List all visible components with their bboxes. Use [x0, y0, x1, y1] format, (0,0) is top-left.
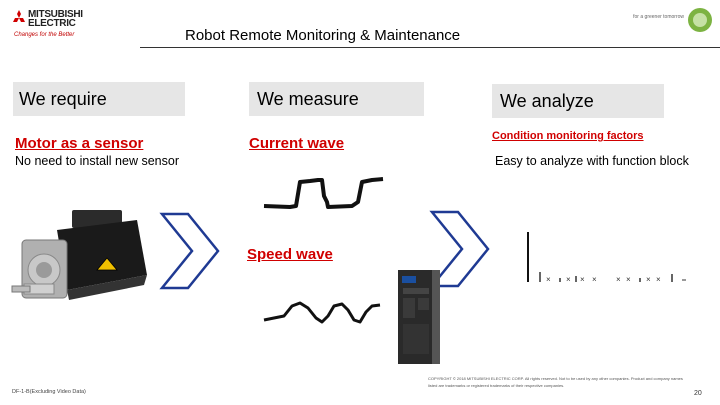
- svg-text:×: ×: [646, 275, 651, 284]
- svg-text:×: ×: [566, 275, 571, 284]
- mitsubishi-logo: MITSUBISHI ELECTRIC Changes for the Bett…: [8, 6, 128, 40]
- eco-tagline: for a greener tomorrow: [633, 14, 684, 20]
- three-diamonds-icon: [13, 10, 25, 22]
- speed-wave-label: Speed wave: [247, 246, 333, 263]
- brand-name-line2: ELECTRIC: [28, 18, 76, 29]
- function-block-description: Easy to analyze with function block: [495, 154, 689, 168]
- current-wave-image: [263, 177, 384, 209]
- require-heading: We require: [13, 82, 185, 116]
- condition-monitoring-label: Condition monitoring factors: [492, 130, 644, 142]
- svg-text:×: ×: [616, 275, 621, 284]
- svg-text:×: ×: [626, 275, 631, 284]
- measure-heading: We measure: [249, 82, 424, 116]
- servo-motor-image: [11, 210, 147, 300]
- analyze-heading: We analyze: [492, 84, 664, 118]
- servo-amplifier-image: [398, 270, 440, 364]
- svg-text:×: ×: [546, 275, 551, 284]
- analysis-result-image: × × × × × × × ×: [527, 232, 686, 284]
- page-title: Robot Remote Monitoring & Maintenance: [185, 27, 461, 44]
- current-wave-label: Current wave: [249, 135, 345, 152]
- motor-as-sensor-label: Motor as a sensor: [15, 135, 144, 152]
- brand-tagline: Changes for the Better: [14, 32, 75, 38]
- chevron-right-icon: [429, 210, 490, 288]
- svg-text:×: ×: [656, 275, 661, 284]
- eco-changes-icon: [688, 8, 712, 32]
- speed-wave-image: [263, 301, 381, 324]
- title-bar: Robot Remote Monitoring & Maintenance: [140, 27, 720, 48]
- chevron-right-icon: [159, 212, 220, 290]
- brand-name-line1: MITSUBISHI: [28, 9, 83, 20]
- footer-note: DF-1-B(Excluding Video Data): [12, 389, 86, 395]
- page-number: 20: [694, 390, 702, 397]
- svg-text:×: ×: [580, 275, 585, 284]
- no-sensor-description: No need to install new sensor: [15, 154, 179, 168]
- copyright-notice: COPYRIGHT © 2018 MITSUBISHI ELECTRIC COR…: [428, 376, 683, 388]
- svg-text:×: ×: [592, 275, 597, 284]
